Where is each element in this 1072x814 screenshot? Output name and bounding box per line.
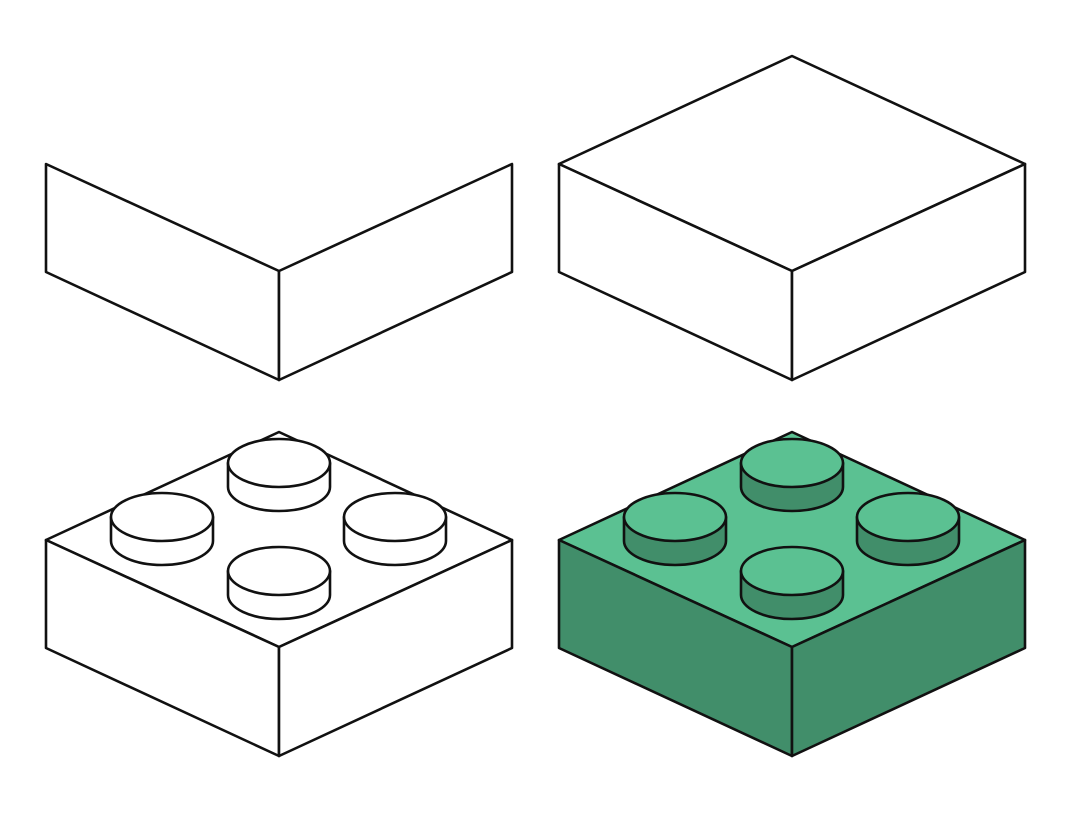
stud-top <box>739 437 845 489</box>
stud-3 <box>855 491 961 567</box>
step-4 <box>557 430 1027 758</box>
stud-top <box>342 491 448 543</box>
right-face <box>277 162 514 382</box>
stud-1 <box>739 437 845 513</box>
step-3 <box>44 430 514 758</box>
right-face <box>277 538 514 758</box>
step-2 <box>557 54 1027 382</box>
stud-4 <box>739 545 845 621</box>
right-face <box>790 538 1027 758</box>
stud-top <box>855 491 961 543</box>
stud-top <box>226 545 332 597</box>
stud-top <box>739 545 845 597</box>
stud-2 <box>109 491 215 567</box>
stud-top <box>109 491 215 543</box>
left-face <box>44 162 281 382</box>
stud-4 <box>226 545 332 621</box>
stud-1 <box>226 437 332 513</box>
stud-2 <box>622 491 728 567</box>
right-face <box>790 162 1027 382</box>
stud-top <box>622 491 728 543</box>
stud-top <box>226 437 332 489</box>
step-1 <box>44 162 514 382</box>
stud-3 <box>342 491 448 567</box>
